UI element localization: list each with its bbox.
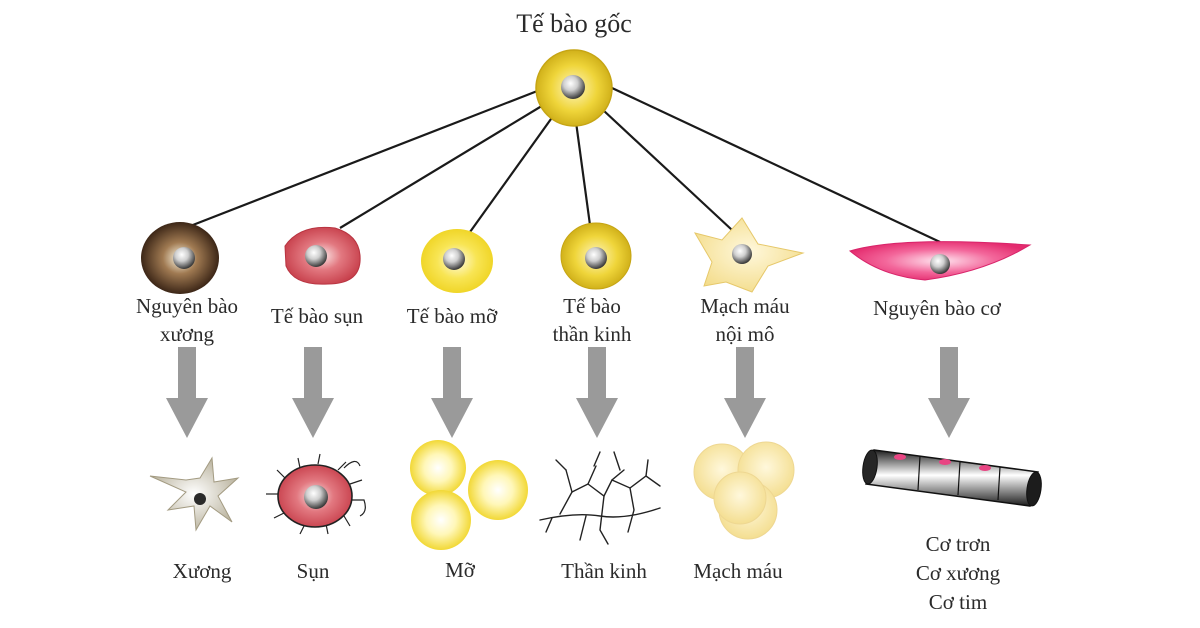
cartilage-tissue-cell: [266, 453, 366, 535]
cartilage-tissue-label: Sụn: [296, 559, 330, 583]
myoblast-label: Nguyên bào cơ: [873, 296, 1001, 320]
blood-vessel-cells: [693, 441, 795, 540]
bone-progenitor-cell: [141, 222, 219, 294]
fat-cell: [421, 229, 493, 293]
down-arrow-icon: [431, 347, 473, 438]
nucleus-icon: [930, 254, 950, 274]
nerve-tissue-label: Thần kinh: [561, 559, 647, 583]
nucleus-icon: [194, 493, 206, 505]
fat-tissue-label: Mỡ: [445, 558, 475, 582]
connector-line: [339, 100, 551, 229]
cartilage-cell: [284, 226, 361, 285]
bone-tissue-cell: [149, 456, 240, 532]
endothelial-cell: [693, 217, 805, 293]
muscle-fiber: [862, 449, 1042, 507]
differentiation-arrows: [166, 347, 970, 438]
myoblast-cell: [848, 241, 1032, 281]
connector-lines: [179, 86, 941, 243]
nucleus-icon: [305, 245, 327, 267]
down-arrow-icon: [928, 347, 970, 438]
nucleus-icon: [561, 75, 585, 99]
cartilage-cell-label: Tế bào sụn: [270, 304, 364, 328]
nucleus-icon: [585, 247, 607, 269]
down-arrow-icon: [724, 347, 766, 438]
nucleus-icon: [304, 485, 328, 509]
fat-tissue-cells: [410, 440, 528, 550]
connector-line: [574, 121, 592, 226]
nucleus-icon: [173, 247, 195, 269]
bone-tissue-label: Xương: [172, 559, 232, 583]
down-arrow-icon: [576, 347, 618, 438]
connector-line: [469, 111, 557, 233]
root-label: Tế bào gốc: [516, 9, 632, 38]
nucleus-icon: [443, 248, 465, 270]
connector-line: [611, 87, 941, 243]
fat-cell-label: Tế bào mỡ: [406, 304, 498, 328]
nucleus-icon: [732, 244, 752, 264]
nerve-cell: [560, 222, 632, 290]
down-arrow-icon: [166, 347, 208, 438]
down-arrow-icon: [292, 347, 334, 438]
blood-vessel-tissue-label: Mạch máu: [693, 559, 783, 583]
nerve-tissue-network: [539, 451, 661, 545]
stem-cell: [535, 49, 613, 127]
connector-line: [179, 86, 546, 232]
connector-line: [602, 109, 733, 231]
